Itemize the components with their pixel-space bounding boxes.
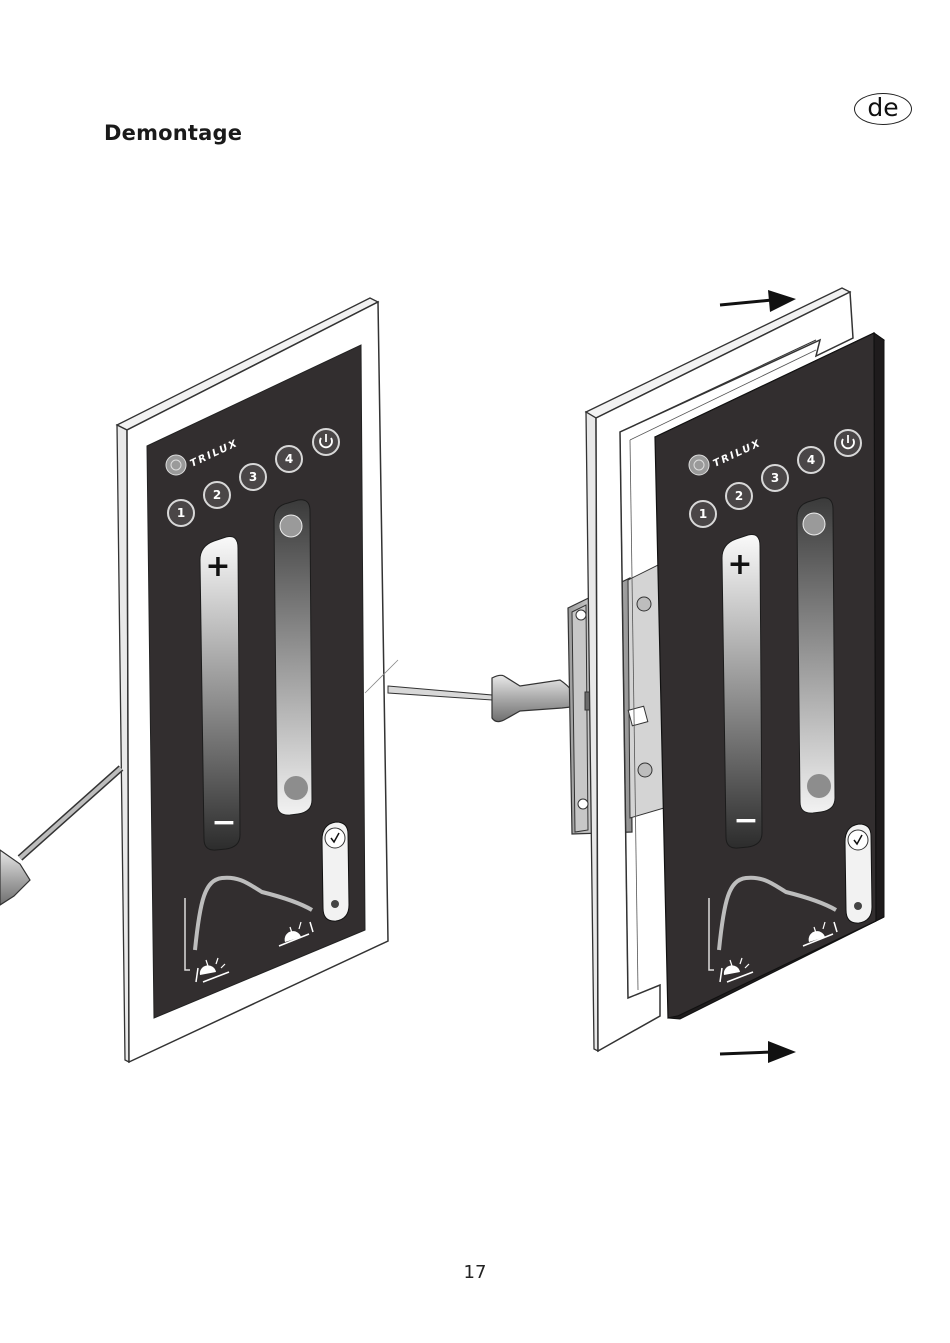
svg-text:1: 1 <box>699 507 707 521</box>
svg-text:4: 4 <box>807 453 815 467</box>
scene-button-3-right: 3 <box>762 465 788 491</box>
screwdriver-icon <box>0 768 121 905</box>
level-slider-right <box>797 498 835 813</box>
power-icon-right <box>835 430 861 456</box>
dimmer-plus: + <box>205 549 230 584</box>
scene-button-1-right: 1 <box>690 501 716 527</box>
dimmer-bar: + − <box>200 536 240 850</box>
scene-button-4-right: 4 <box>798 447 824 473</box>
assembled-panel: TRILUX 1 2 3 4 <box>117 298 388 1062</box>
svg-text:2: 2 <box>213 488 221 502</box>
clock-icon <box>322 822 349 921</box>
dimmer-minus: − <box>211 805 236 840</box>
level-slider <box>274 500 312 815</box>
svg-text:3: 3 <box>771 471 779 485</box>
scene-button-1: 1 <box>168 500 194 526</box>
dimmer-bar-right: + − <box>722 534 762 848</box>
scene-button-4: 4 <box>276 446 302 472</box>
removed-panel: TRILUX 1 2 3 4 <box>655 333 884 1019</box>
svg-text:4: 4 <box>285 452 293 466</box>
arrow-right-icon-top <box>720 290 796 312</box>
svg-text:2: 2 <box>735 489 743 503</box>
page-number: 17 <box>0 1262 950 1283</box>
screwdriver-icon-center <box>388 675 580 721</box>
svg-text:3: 3 <box>249 470 257 484</box>
scene-button-2: 2 <box>204 482 230 508</box>
svg-text:1: 1 <box>177 506 185 520</box>
scene-button-3: 3 <box>240 464 266 490</box>
dimmer-minus-right: − <box>733 803 758 838</box>
arrow-right-icon-bottom <box>720 1041 796 1063</box>
dimmer-plus-right: + <box>727 547 752 582</box>
scene-button-2-right: 2 <box>726 483 752 509</box>
power-icon <box>313 429 339 455</box>
clock-icon-right <box>845 824 872 923</box>
